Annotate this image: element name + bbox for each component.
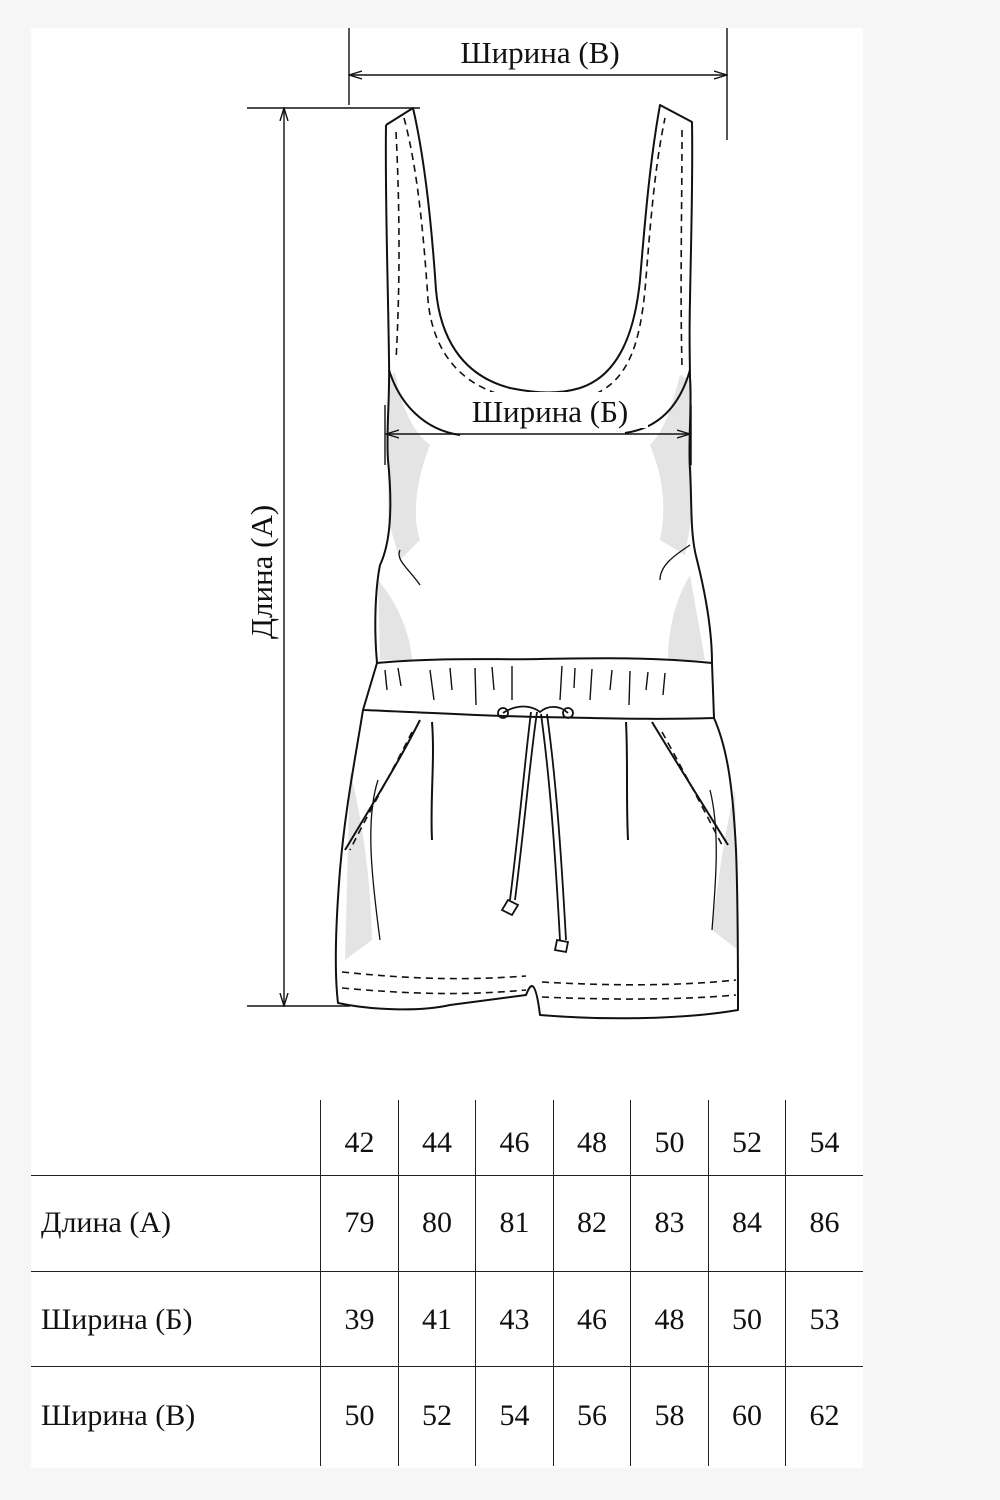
- table-cell: 39: [344, 1303, 375, 1336]
- table-divider: [785, 1100, 786, 1466]
- row-label-width-b: Ширина (Б): [41, 1303, 193, 1336]
- width-v-label: Ширина (В): [460, 35, 619, 70]
- drawstring: [497, 705, 574, 954]
- size-header: 42: [344, 1126, 375, 1159]
- table-divider: [475, 1100, 476, 1466]
- size-table: 42 44 46 48 50 52 54 Длина (А) 79 80 81 …: [31, 1100, 863, 1466]
- width-b-label: Ширина (Б): [472, 394, 629, 429]
- table-cell: 50: [732, 1303, 762, 1336]
- table-divider: [553, 1100, 554, 1466]
- table-cell: 81: [499, 1206, 530, 1239]
- table-cell: 62: [809, 1399, 840, 1432]
- table-divider: [630, 1100, 631, 1466]
- size-header: 54: [809, 1126, 840, 1159]
- table-cell: 54: [499, 1399, 530, 1432]
- garment-shading: [345, 372, 738, 960]
- table-cell: 41: [422, 1303, 452, 1336]
- size-header: 44: [422, 1126, 452, 1159]
- size-header: 52: [732, 1126, 762, 1159]
- table-cell: 48: [654, 1303, 685, 1336]
- size-header: 50: [654, 1126, 685, 1159]
- width-v-dimension: Ширина (В): [349, 28, 727, 140]
- stitching: [341, 117, 737, 1000]
- table-cell: 43: [499, 1303, 530, 1336]
- table-cell: 56: [577, 1399, 607, 1432]
- length-a-dimension: Длина (А): [244, 108, 420, 1006]
- table-cell: 50: [344, 1399, 375, 1432]
- table-divider: [708, 1100, 709, 1466]
- length-a-label: Длина (А): [244, 505, 279, 639]
- size-header: 46: [499, 1126, 530, 1159]
- table-cell: 46: [577, 1303, 607, 1336]
- table-cell: 86: [809, 1206, 840, 1239]
- size-header: 48: [577, 1126, 607, 1159]
- table-divider: [320, 1100, 321, 1466]
- table-cell: 80: [422, 1206, 452, 1239]
- table-cell: 60: [732, 1399, 762, 1432]
- jumpsuit-outline: [334, 104, 739, 1020]
- table-rule: [31, 1271, 863, 1272]
- garment-sketch: Ширина (В) Длина (А): [244, 28, 739, 1020]
- table-divider: [398, 1100, 399, 1466]
- table-rule: [31, 1175, 863, 1176]
- table-cell: 83: [654, 1206, 685, 1239]
- table-cell: 58: [654, 1399, 685, 1432]
- table-cell: 84: [732, 1206, 762, 1239]
- row-label-length-a: Длина (А): [41, 1206, 172, 1239]
- table-cell: 52: [422, 1399, 452, 1432]
- row-label-width-v: Ширина (В): [41, 1399, 196, 1432]
- table-rule: [31, 1366, 863, 1367]
- table-cell: 82: [577, 1206, 607, 1239]
- width-b-dimension: Ширина (Б): [384, 392, 692, 465]
- table-cell: 79: [344, 1206, 375, 1239]
- table-cell: 53: [809, 1303, 840, 1336]
- waistband-gathers: [384, 665, 666, 706]
